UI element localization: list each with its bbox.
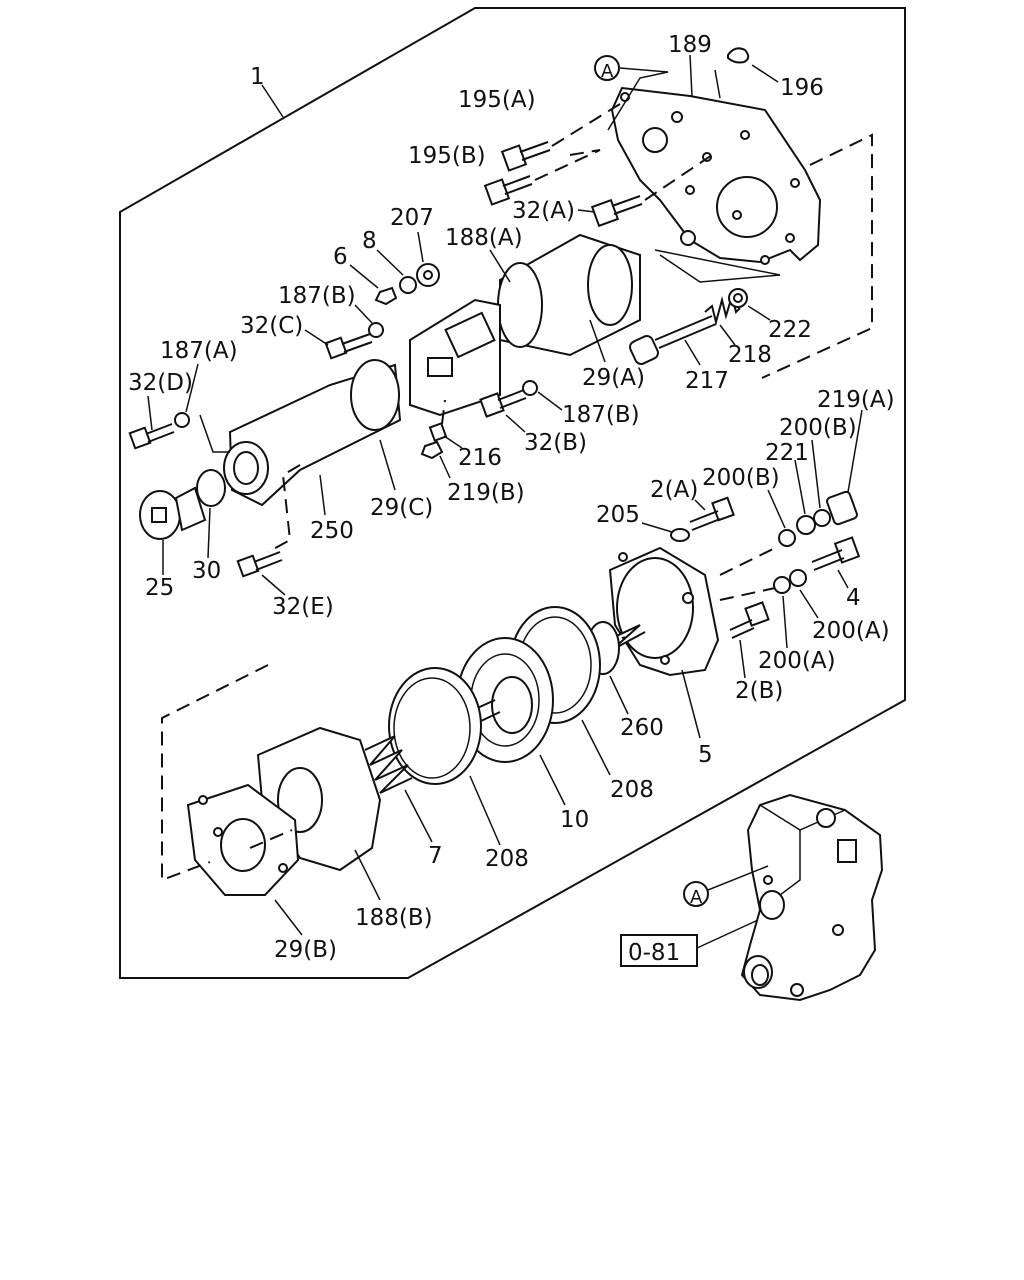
label-218: 218 bbox=[728, 342, 772, 368]
plug-216 bbox=[428, 422, 448, 442]
label-32d: 32(D) bbox=[128, 370, 193, 396]
label-187b-mid: 187(B) bbox=[562, 402, 640, 428]
label-187a: 187(A) bbox=[160, 338, 238, 364]
label-260: 260 bbox=[620, 715, 664, 741]
label-29a: 29(A) bbox=[582, 365, 645, 391]
washer-200b-r bbox=[813, 509, 831, 527]
label-188a: 188(A) bbox=[445, 225, 523, 251]
housing-188a bbox=[409, 233, 641, 417]
label-187b-top: 187(B) bbox=[278, 283, 356, 309]
label-4: 4 bbox=[846, 585, 861, 611]
plug-25 bbox=[139, 486, 207, 540]
washer-205 bbox=[670, 528, 690, 542]
washer-200a-r bbox=[789, 569, 807, 587]
label-205: 205 bbox=[596, 502, 640, 528]
washer-200b-l bbox=[778, 529, 796, 547]
bolt-32b bbox=[479, 389, 527, 418]
label-200a-r: 200(A) bbox=[812, 618, 890, 644]
cover-5 bbox=[608, 546, 720, 677]
flange-29b bbox=[186, 783, 300, 896]
washer-187a bbox=[174, 412, 190, 428]
label-10: 10 bbox=[560, 807, 589, 833]
label-250: 250 bbox=[310, 518, 354, 544]
label-189: 189 bbox=[668, 32, 712, 58]
label-219a: 219(A) bbox=[817, 387, 895, 413]
label-221: 221 bbox=[765, 440, 809, 466]
rod-217 bbox=[629, 315, 717, 365]
spring-rod bbox=[607, 624, 646, 651]
label-207: 207 bbox=[390, 205, 434, 231]
ring-208-left bbox=[388, 667, 482, 785]
label-29c: 29(C) bbox=[370, 495, 433, 521]
spring-7 bbox=[364, 735, 413, 794]
cylinder-29c bbox=[223, 359, 402, 507]
label-25: 25 bbox=[145, 575, 174, 601]
washer-187b-mid bbox=[522, 380, 538, 396]
nut-219b bbox=[420, 440, 444, 460]
label-30: 30 bbox=[192, 558, 221, 584]
label-216: 216 bbox=[458, 445, 502, 471]
label-200a-l: 200(A) bbox=[758, 648, 836, 674]
label-200b-r: 200(B) bbox=[779, 415, 857, 441]
cap-219a bbox=[826, 490, 858, 526]
label-217: 217 bbox=[685, 368, 729, 394]
ref-box bbox=[620, 934, 698, 967]
label-196: 196 bbox=[780, 75, 824, 101]
label-219b: 219(B) bbox=[447, 480, 525, 506]
inset-assembly bbox=[740, 793, 884, 1002]
label-29b: 29(B) bbox=[274, 937, 337, 963]
label-32c: 32(C) bbox=[240, 313, 303, 339]
bolt-195b bbox=[483, 175, 533, 206]
bolt-2b bbox=[729, 601, 770, 639]
bolt-32c bbox=[324, 333, 373, 360]
label-195a: 195(A) bbox=[458, 87, 536, 113]
bolt-32d bbox=[128, 423, 175, 450]
label-5: 5 bbox=[698, 742, 713, 768]
label-32e: 32(E) bbox=[272, 594, 334, 620]
bolt-2a bbox=[689, 496, 735, 531]
bolt-4 bbox=[811, 536, 861, 571]
label-32a: 32(A) bbox=[512, 198, 575, 224]
washer-200a-l bbox=[773, 576, 791, 594]
nut-6 bbox=[374, 286, 398, 306]
clip-196 bbox=[727, 47, 750, 64]
label-195b: 195(B) bbox=[408, 143, 486, 169]
ref-a-top: A bbox=[601, 61, 614, 82]
label-208-right: 208 bbox=[610, 777, 654, 803]
label-8: 8 bbox=[362, 228, 377, 254]
label-222: 222 bbox=[768, 317, 812, 343]
label-1: 1 bbox=[250, 64, 265, 90]
assembly-frame bbox=[119, 7, 906, 979]
label-7: 7 bbox=[428, 843, 443, 869]
bolt-32e bbox=[236, 551, 283, 578]
ref-box-label: 0-81 bbox=[628, 940, 680, 966]
label-32b: 32(B) bbox=[524, 430, 587, 456]
ring-30 bbox=[196, 469, 226, 507]
washer-221 bbox=[796, 515, 816, 535]
washer-187b-top bbox=[368, 322, 384, 338]
bolt-32a bbox=[590, 195, 643, 228]
label-200b-l: 200(B) bbox=[702, 465, 780, 491]
ref-a-bottom: A bbox=[690, 887, 703, 908]
label-2b: 2(B) bbox=[735, 678, 783, 704]
plate-189 bbox=[610, 86, 822, 265]
label-2a: 2(A) bbox=[650, 477, 698, 503]
label-188b: 188(B) bbox=[355, 905, 433, 931]
bolt-195a bbox=[500, 141, 551, 172]
label-6: 6 bbox=[333, 244, 348, 270]
washer-8 bbox=[399, 276, 417, 294]
label-208-left: 208 bbox=[485, 846, 529, 872]
